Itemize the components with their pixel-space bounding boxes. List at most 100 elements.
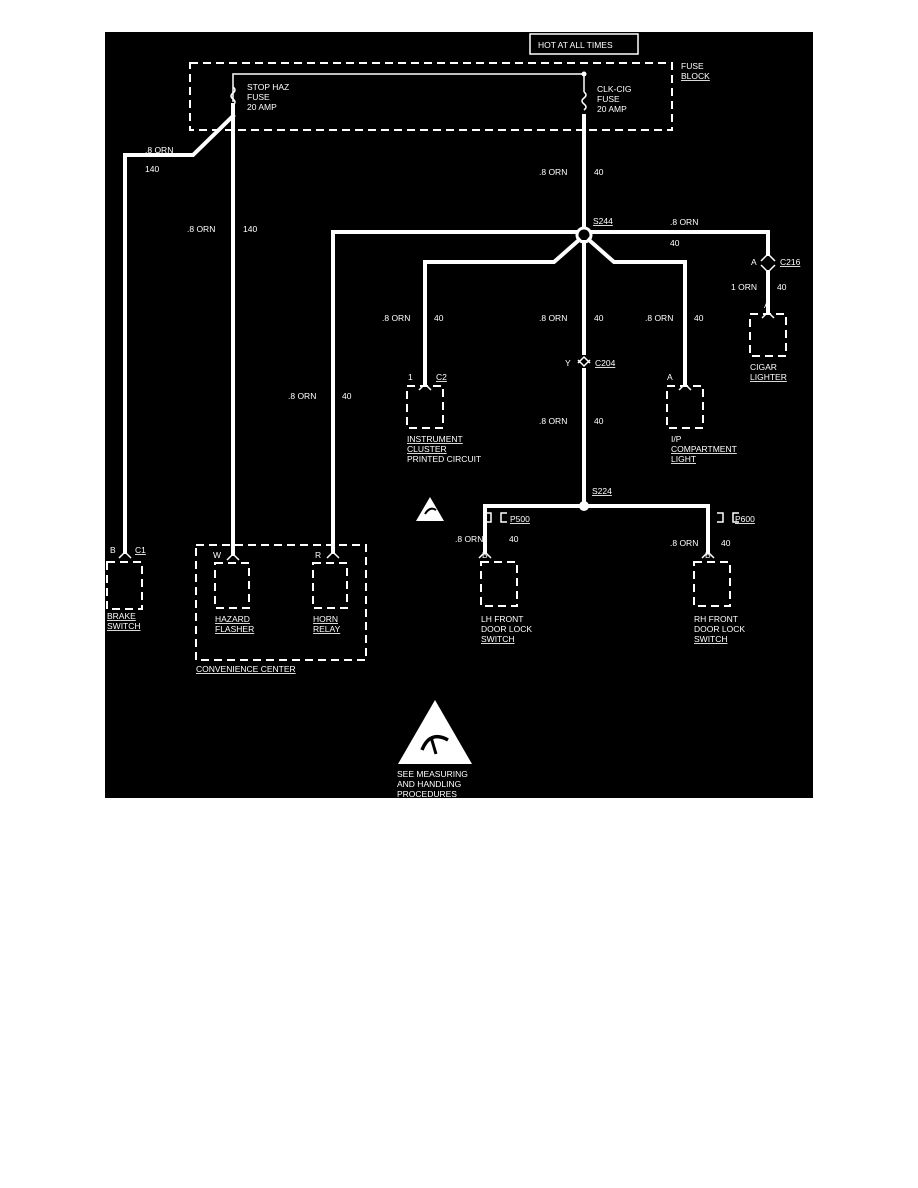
lh-wire-gauge: .8 ORN xyxy=(455,534,483,544)
c204-gap xyxy=(575,355,593,368)
stop-haz-fuse-label-3: 20 AMP xyxy=(247,102,277,112)
c2-label: C2 xyxy=(436,372,447,382)
brake-wire-circuit: 140 xyxy=(145,164,159,174)
lh-door-lock-pin: B xyxy=(482,550,488,560)
lh-door-lock-label-3: SWITCH xyxy=(481,634,515,644)
ip-light-wire xyxy=(586,237,687,386)
horn-relay-label-1: HORN xyxy=(313,614,338,624)
clk-cig-fuse-icon xyxy=(581,91,587,111)
esd-warning-icon-large xyxy=(398,700,472,764)
brake-switch-label-1: BRAKE xyxy=(107,611,136,621)
hazard-flasher-label-1: HAZARD xyxy=(215,614,250,624)
p500-label: P500 xyxy=(510,514,530,524)
rh-front-door-lock-switch xyxy=(693,561,731,607)
cigar-lighter xyxy=(749,313,787,357)
cigar-lighter-pin: A xyxy=(764,300,770,310)
rh-door-lock-label-1: RH FRONT xyxy=(694,614,738,624)
hazard-wire-circuit: 140 xyxy=(243,224,257,234)
cigar-lighter-label-1: CIGAR xyxy=(750,362,777,372)
hot-at-all-times-label: HOT AT ALL TIMES xyxy=(538,40,613,50)
fuse-block-bus xyxy=(232,73,585,102)
esd-notice-line-1: SEE MEASURING xyxy=(397,769,468,779)
clk-cig-fuse-label-1: CLK-CIG xyxy=(597,84,631,94)
horn-wire-circuit: 40 xyxy=(342,391,352,401)
bus-node xyxy=(581,71,587,77)
fuse-block-title-1: FUSE xyxy=(681,61,704,71)
rh-door-lock-label-3: SWITCH xyxy=(694,634,728,644)
instrument-wire-circuit: 40 xyxy=(434,313,444,323)
horn-relay-terminal xyxy=(326,550,340,559)
stop-haz-fuse-label-2: FUSE xyxy=(247,92,270,102)
instrument-cluster-wire xyxy=(423,237,582,386)
c1-pin: B xyxy=(110,545,116,555)
lh-front-door-lock-switch xyxy=(480,561,518,607)
cigar-wire-circuit: 40 xyxy=(670,238,680,248)
cigar-lighter-label-2: LIGHTER xyxy=(750,372,787,382)
ip-compartment-light xyxy=(666,385,704,429)
splice-s224 xyxy=(579,501,589,511)
p600-bracket-left xyxy=(717,512,724,523)
center-upper-gauge: .8 ORN xyxy=(539,313,567,323)
clk-cig-fuse-label-2: FUSE xyxy=(597,94,620,104)
rh-door-lock-terminal xyxy=(701,550,715,559)
esd-warning-icon-small xyxy=(416,497,444,521)
stop-haz-fuse-label-1: STOP HAZ xyxy=(247,82,289,92)
c204-pin: Y xyxy=(565,358,571,368)
instrument-cluster xyxy=(406,385,444,429)
p600-label: P600 xyxy=(735,514,755,524)
wiring-diagram-svg: HOT AT ALL TIMES FUSE BLOCK STOP HAZ FUS… xyxy=(106,33,801,798)
ip-wire-circuit: 40 xyxy=(694,313,704,323)
instrument-cluster-terminal xyxy=(418,382,432,391)
hazard-flasher-pin: W xyxy=(213,550,221,560)
hazard-flasher xyxy=(214,562,250,609)
brake-switch xyxy=(106,561,143,610)
p600-bracket-right xyxy=(732,512,739,523)
center-lower-circuit: 40 xyxy=(594,416,604,426)
instrument-cluster-label-3: PRINTED CIRCUIT xyxy=(407,454,481,464)
cigar-lighter-terminal xyxy=(761,310,775,319)
c1-label: C1 xyxy=(135,545,146,555)
cigar-wire-gauge: .8 ORN xyxy=(670,217,698,227)
brake-switch-label-2: SWITCH xyxy=(107,621,141,631)
center-upper-circuit: 40 xyxy=(594,313,604,323)
brake-switch-wire xyxy=(123,113,236,554)
ip-light-terminal xyxy=(678,382,692,391)
cigar-wire-bottom-circuit: 40 xyxy=(777,282,787,292)
instrument-cluster-label-2: CLUSTER xyxy=(407,444,447,454)
c2-pin: 1 xyxy=(408,372,413,382)
esd-notice-line-2: AND HANDLING xyxy=(397,779,461,789)
p500-bracket-right xyxy=(500,512,507,523)
hazard-wire-gauge: .8 ORN xyxy=(187,224,215,234)
ip-light-label-1: I/P xyxy=(671,434,682,444)
lh-door-lock-terminal xyxy=(478,550,492,559)
c204-connector-bottom xyxy=(577,359,591,368)
ip-light-label-3: LIGHT xyxy=(671,454,696,464)
horn-relay-pin: R xyxy=(315,550,321,560)
lh-door-lock-label-1: LH FRONT xyxy=(481,614,524,624)
s244-horizontal-bus xyxy=(331,230,770,554)
clk-cig-fuse-label-3: 20 AMP xyxy=(597,104,627,114)
stop-haz-fuse-icon xyxy=(230,86,236,106)
c204-label: C204 xyxy=(595,358,616,368)
p500-bracket-left xyxy=(485,512,492,523)
horn-wire-gauge: .8 ORN xyxy=(288,391,316,401)
center-lower-gauge: .8 ORN xyxy=(539,416,567,426)
esd-notice-line-3: PROCEDURES xyxy=(397,789,457,798)
splice-s224-label: S224 xyxy=(592,486,612,496)
hazard-flasher-terminal xyxy=(226,552,240,561)
convenience-center-label: CONVENIENCE CENTER xyxy=(196,664,296,674)
splice-s244-label: S244 xyxy=(593,216,613,226)
c216-pin-top: A xyxy=(751,257,757,267)
hot-at-all-times-box xyxy=(529,33,639,55)
lh-door-lock-label-2: DOOR LOCK xyxy=(481,624,532,634)
lh-wire-circuit: 40 xyxy=(509,534,519,544)
ip-light-label-2: COMPARTMENT xyxy=(671,444,737,454)
c216-connector-top xyxy=(760,252,776,262)
rh-door-lock-label-2: DOOR LOCK xyxy=(694,624,745,634)
brake-wire-gauge: .8 ORN xyxy=(145,145,173,155)
cigar-wire-bottom-gauge: 1 ORN xyxy=(731,282,757,292)
door-lock-bus xyxy=(483,504,710,554)
ip-light-pin: A xyxy=(667,372,673,382)
brake-switch-terminal xyxy=(118,550,132,559)
ip-wire-gauge: .8 ORN xyxy=(645,313,673,323)
